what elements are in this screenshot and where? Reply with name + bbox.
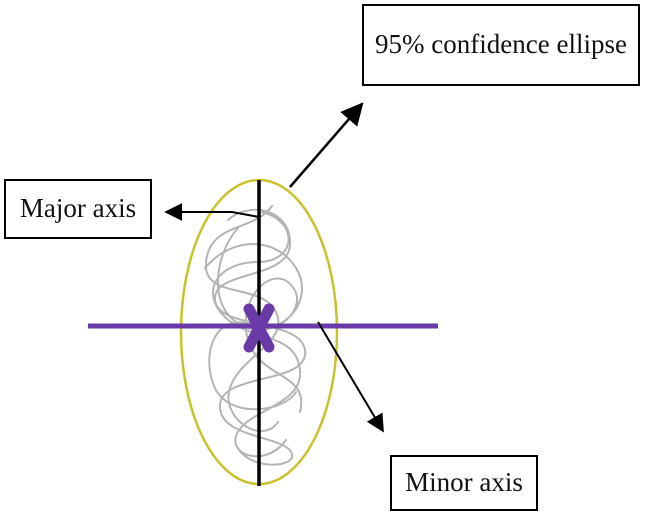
trajectory-path-4 xyxy=(216,227,303,413)
minor-axis-label: Minor axis xyxy=(390,455,538,511)
trajectory-path-5 xyxy=(204,205,280,433)
arrow-to-minor-label xyxy=(317,321,384,433)
pointer-arrows xyxy=(164,102,384,433)
arrow-to-major-label xyxy=(164,203,260,221)
major-axis-label: Major axis xyxy=(4,179,152,239)
confidence-ellipse-label: 95% confidence ellipse xyxy=(362,4,640,86)
trajectory-path-1 xyxy=(213,208,307,466)
x-mark-icon xyxy=(243,303,275,353)
arrow-to-confidence-label xyxy=(289,102,364,188)
